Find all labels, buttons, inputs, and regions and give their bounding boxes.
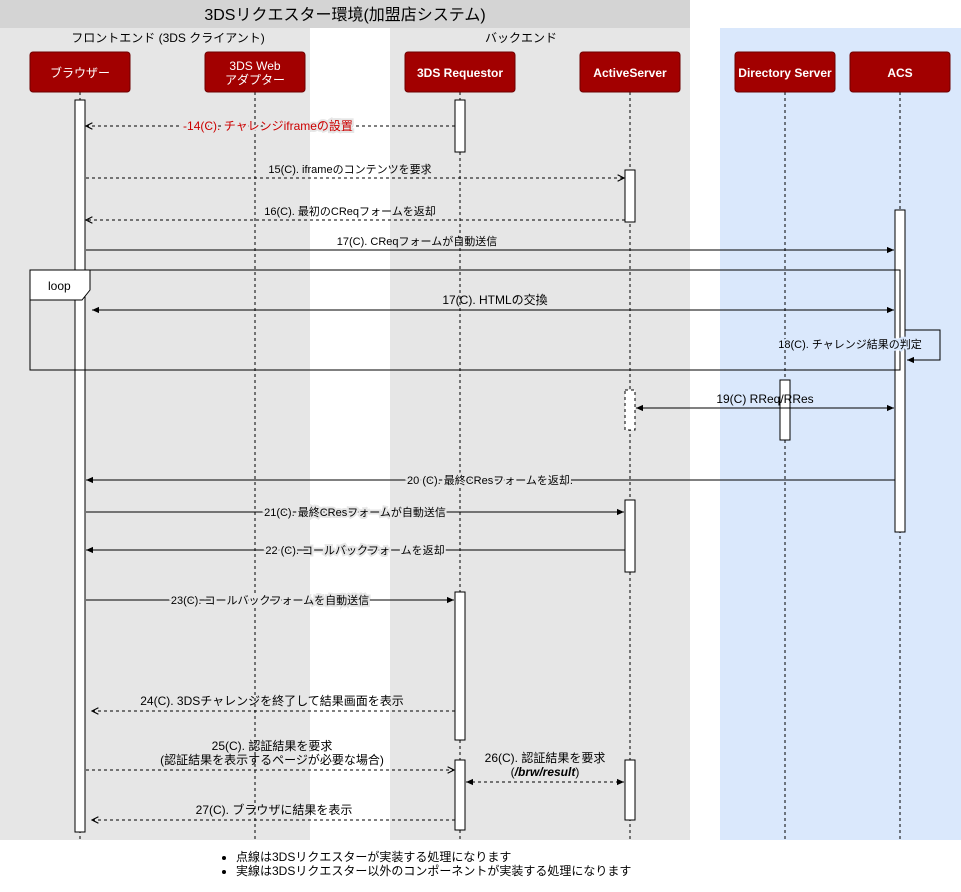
svg-text:アダプター: アダプター: [225, 72, 285, 87]
message-lines: [86, 126, 941, 820]
activation-bars: [74, 99, 906, 833]
svg-text:ActiveServer: ActiveServer: [593, 66, 667, 80]
msg-17a-label: 17(C). CReqフォームが自動送信: [337, 234, 497, 248]
msg-16-label: 16(C). 最初のCReqフォームを返却: [264, 204, 435, 218]
activation-activeserver-3: [624, 499, 636, 573]
msg-25-label-2: (認証結果を表示するページが必要な場合): [160, 752, 384, 767]
message-labels: -14(C). チャレンジiframeの設置 15(C). iframeのコンテ…: [140, 116, 924, 817]
loop-label: loop: [48, 279, 71, 293]
participant-activeserver: ActiveServer: [579, 51, 681, 93]
msg-20-label: 20 (C). 最終CResフォームを返却.: [407, 473, 573, 487]
msg-22-label: 22 (C). コールバックフォームを返却: [265, 544, 444, 557]
activation-activeserver-4: [624, 759, 636, 821]
activation-ds: [779, 379, 791, 441]
activation-activeserver-1: [624, 169, 636, 223]
msg-18-label: 18(C). チャレンジ結果の判定: [778, 337, 922, 351]
msg-14-label: -14(C). チャレンジiframeの設置: [183, 118, 353, 133]
msg-21-label: 21(C). 最終CResフォームが自動送信: [264, 505, 446, 519]
legend-notes: 点線は3DSリクエスターが実装する処理になります 実線は3DSリクエスター以外の…: [220, 850, 631, 878]
msg-26-label-2: (/brw/result): [511, 765, 580, 779]
activation-browser: [74, 99, 86, 833]
svg-text:ブラウザー: ブラウザー: [50, 65, 110, 80]
msg-26-label-1: 26(C). 認証結果を要求: [485, 750, 606, 765]
msg-25-label-1: 25(C). 認証結果を要求: [212, 738, 333, 753]
participant-browser: ブラウザー: [29, 51, 131, 93]
frontend-group-label: フロントエンド (3DS クライアント): [71, 31, 265, 45]
backend-region: [390, 28, 690, 840]
msg-18-line: [905, 329, 941, 364]
title-bar: [0, 0, 690, 28]
msg-23-label: 23(C). コールバックフォームを自動送信: [171, 593, 369, 607]
activation-requestor-2: [454, 591, 466, 741]
svg-text:Directory Server: Directory Server: [738, 66, 832, 80]
activation-activeserver-2: [624, 389, 636, 431]
msg-27-label: 27(C). ブラウザに結果を表示: [196, 802, 353, 817]
activation-acs: [894, 209, 906, 533]
loop-frame: loop: [29, 269, 901, 371]
diagram-title: 3DSリクエスター環境(加盟店システム): [204, 5, 485, 24]
msg-15-label: 15(C). iframeのコンテンツを要求: [268, 163, 431, 176]
participant-requestor: 3DS Requestor: [404, 51, 516, 93]
backend-group-label: バックエンド: [485, 31, 557, 45]
participant-acs: ACS: [849, 51, 951, 93]
svg-text:3DS Requestor: 3DS Requestor: [417, 66, 503, 80]
legend-note-solid: 実線は3DSリクエスター以外のコンポーネントが実装する処理になります: [236, 864, 631, 878]
msg-19-label: 19(C) RReq/RRes: [716, 392, 813, 406]
svg-text:3DS Web: 3DS Web: [229, 59, 280, 73]
activation-requestor-1: [454, 99, 466, 153]
msg-26-path: /brw/result: [514, 765, 577, 779]
activation-requestor-3: [454, 759, 466, 831]
msg-24-label: 24(C). 3DSチャレンジを終了して結果画面を表示: [140, 693, 404, 708]
participant-adapter: 3DS Web アダプター: [204, 51, 306, 93]
external-region: [720, 28, 961, 840]
participant-ds: Directory Server: [734, 51, 836, 93]
legend-note-dashed: 点線は3DSリクエスターが実装する処理になります: [236, 850, 631, 864]
frontend-region: [0, 28, 310, 840]
msg-17b-label: 17(C). HTMLの交換: [442, 292, 547, 307]
svg-text:ACS: ACS: [887, 66, 912, 80]
